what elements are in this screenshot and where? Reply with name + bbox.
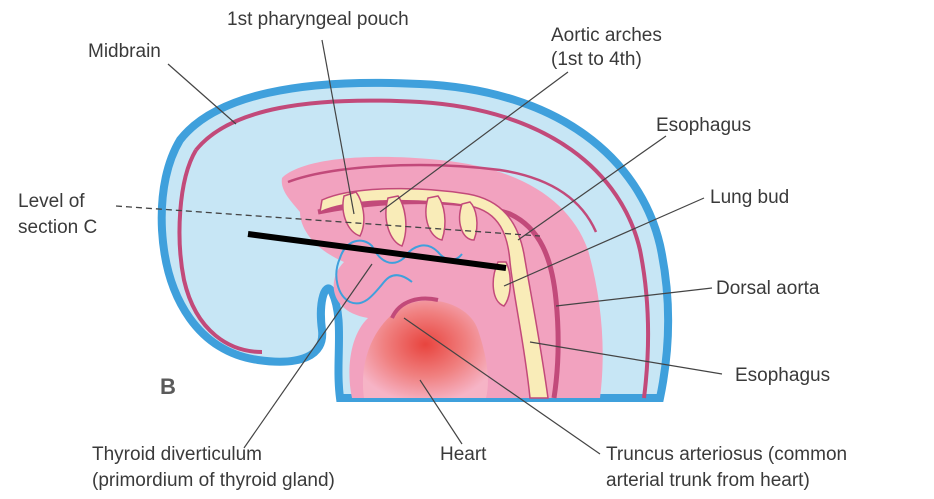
label-dorsal-aorta: Dorsal aorta bbox=[716, 277, 820, 301]
label-truncus-2: arterial trunk from heart) bbox=[606, 469, 810, 493]
label-level-of: Level of bbox=[18, 190, 85, 214]
label-midbrain: Midbrain bbox=[88, 40, 161, 64]
label-truncus-1: Truncus arteriosus (common bbox=[606, 443, 847, 467]
label-heart: Heart bbox=[440, 443, 486, 467]
label-section-c: section C bbox=[18, 216, 97, 240]
panel-letter: B bbox=[160, 374, 176, 400]
label-pharyngeal-pouch: 1st pharyngeal pouch bbox=[227, 8, 409, 32]
label-lung-bud: Lung bud bbox=[710, 186, 789, 210]
label-thyroid-1: Thyroid diverticulum bbox=[92, 443, 262, 467]
label-aortic-arches-2: (1st to 4th) bbox=[551, 48, 642, 72]
label-esophagus-bottom: Esophagus bbox=[735, 364, 830, 388]
label-esophagus-top: Esophagus bbox=[656, 114, 751, 138]
label-thyroid-2: (primordium of thyroid gland) bbox=[92, 469, 335, 493]
label-aortic-arches-1: Aortic arches bbox=[551, 24, 662, 48]
